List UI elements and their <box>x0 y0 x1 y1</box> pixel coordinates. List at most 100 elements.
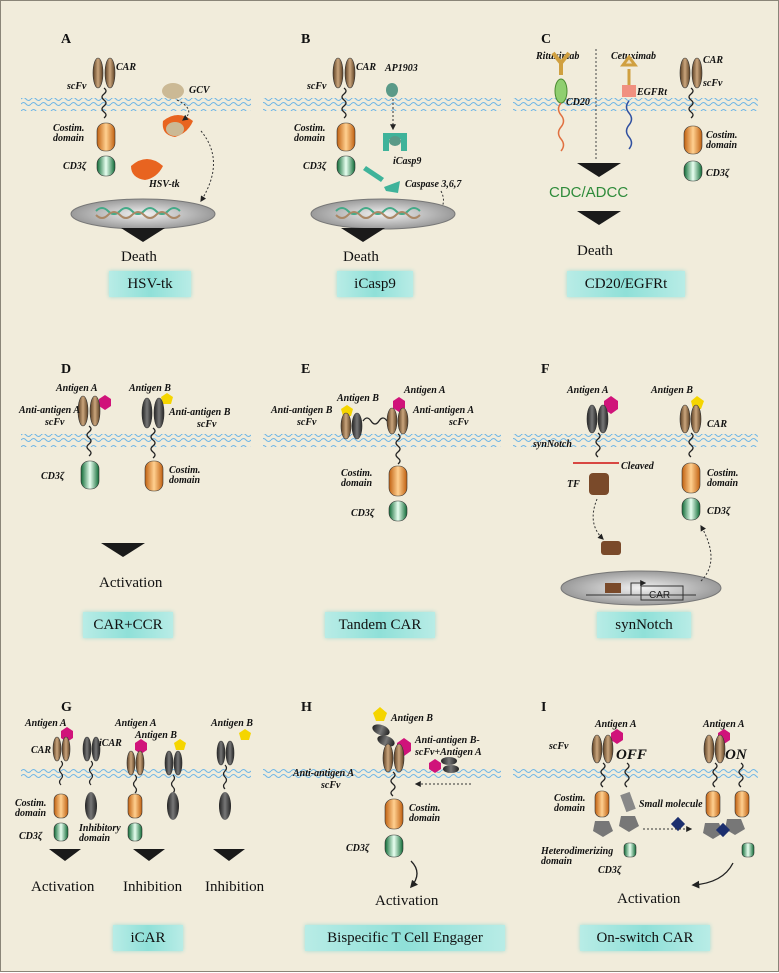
panel-letter-F: F <box>541 362 550 377</box>
label-hsvtk: HSV-tk <box>148 179 180 190</box>
panel-E: Antigen B Antigen A Anti-antigen B scFv … <box>270 385 474 522</box>
label-icar: iCAR <box>99 738 122 749</box>
panel-G: Antigen A Antigen A Antigen B Antigen B <box>15 718 265 895</box>
car-on <box>703 734 755 858</box>
title-tag-E: Tandem CAR <box>325 612 435 638</box>
label-activation: Activation <box>31 879 95 895</box>
synnotch-receptor <box>573 404 619 495</box>
label-on: ON <box>725 747 748 763</box>
rituximab-antibody <box>551 51 571 75</box>
label-antigen-a: Antigen A <box>403 385 446 396</box>
label-costim: Costim. <box>554 793 585 804</box>
label-cd3z: CD3ζ <box>41 471 65 482</box>
label-costim: Costim. <box>707 468 738 479</box>
antigen-b <box>373 707 387 721</box>
antigen-a <box>604 396 618 414</box>
label-inhibition-2: Inhibition <box>205 879 265 895</box>
car-off <box>591 734 639 858</box>
label-antigen-b: Antigen B <box>390 713 433 724</box>
label-car: CAR <box>356 62 376 73</box>
label-gcv: GCV <box>189 85 211 96</box>
label-domain: domain <box>706 140 738 151</box>
membrane-G <box>21 768 251 781</box>
label-antigen-a-1: Antigen A <box>594 719 637 730</box>
icar-1 <box>82 736 101 820</box>
label-domain: domain <box>409 813 441 824</box>
panel-letter-A: A <box>61 32 72 47</box>
membrane-C <box>513 98 758 111</box>
car-receptor <box>92 57 116 177</box>
panel-letter-B: B <box>301 32 310 47</box>
label-costim: Costim. <box>341 468 372 479</box>
label-synnotch: synNotch <box>532 439 572 450</box>
panel-letter-E: E <box>301 362 310 377</box>
label-antigen-a-2: Antigen A <box>702 719 745 730</box>
label-off: OFF <box>616 747 647 763</box>
label-car: CAR <box>116 62 136 73</box>
title-tag-G: iCAR <box>113 925 183 951</box>
label-domain: domain <box>15 808 47 819</box>
label-egfrt: EGFRt <box>636 87 668 98</box>
label-costim: Costim. <box>409 803 440 814</box>
label-death: Death <box>577 243 613 259</box>
small-molecule <box>670 816 686 832</box>
membrane-A <box>21 98 251 111</box>
label-antigen-b: Antigen B <box>336 393 379 404</box>
label-anti-antigen-a: Anti-antigen A <box>18 405 80 416</box>
label-cd3z: CD3ζ <box>63 161 87 172</box>
label-ap1903: AP1903 <box>384 63 418 74</box>
label-car: CAR <box>707 419 727 430</box>
car-receptor <box>77 395 101 490</box>
label-scfv: scFv <box>66 81 87 92</box>
gcv-molecule <box>162 83 184 99</box>
title-tag-B: iCasp9 <box>337 271 413 297</box>
car-receptor <box>332 57 356 177</box>
label-cd3z: CD3ζ <box>19 831 43 842</box>
membrane-F <box>513 434 758 447</box>
label-cd3z: CD3ζ <box>706 168 730 179</box>
label-hetero-domain: domain <box>541 856 573 867</box>
label-engager-2: scFv+Antigen A <box>414 747 482 758</box>
car-receptor <box>679 404 702 521</box>
title-tag-F: synNotch <box>597 612 691 638</box>
label-cd3z: CD3ζ <box>346 843 370 854</box>
membrane-D <box>21 434 251 447</box>
label-antigen-b: Antigen B <box>128 383 171 394</box>
ccr-receptor <box>141 397 165 492</box>
panel-letter-H: H <box>301 700 312 715</box>
label-death: Death <box>121 249 157 265</box>
label-scfv: scFv <box>548 741 569 752</box>
label-domain: domain <box>169 475 201 486</box>
label-cd3z: CD3ζ <box>303 161 327 172</box>
label-activation: Activation <box>99 575 163 591</box>
label-inhibition-1: Inhibition <box>123 879 183 895</box>
panel-letter-I: I <box>541 700 546 715</box>
label-costim: Costim. <box>294 123 325 134</box>
car-1 <box>52 736 71 842</box>
icasp9-dimer <box>383 133 407 151</box>
ap1903-molecule <box>386 83 398 97</box>
antigen-b <box>161 393 173 404</box>
label-scfv: scFv <box>702 78 723 89</box>
panel-letter-C: C <box>541 32 551 47</box>
icar-2 <box>164 750 183 820</box>
label-antigen-a: Antigen A <box>55 383 98 394</box>
label-costim: Costim. <box>169 465 200 476</box>
panel-H: Antigen B Anti-antigen B- scFv+Antigen A… <box>292 707 482 909</box>
label-antigen-a-1: Antigen A <box>24 718 67 729</box>
label-cd3z: CD3ζ <box>598 865 622 876</box>
membranes <box>21 98 758 781</box>
arrow-head <box>121 228 165 242</box>
title-tag-I: On-switch CAR <box>580 925 710 951</box>
car-receptor <box>382 743 405 858</box>
label-caspase: Caspase 3,6,7 <box>405 179 462 190</box>
label-tf: TF <box>567 479 580 490</box>
panel-F: Antigen A Antigen B synNotch Cleaved TF … <box>532 385 739 606</box>
cetuximab-antibody <box>620 54 638 85</box>
label-scfv: scFv <box>320 780 341 791</box>
label-scfv-a: scFv <box>44 417 65 428</box>
label-costim: Costim. <box>706 130 737 141</box>
label-anti-antigen-a: Anti-antigen A <box>292 768 354 779</box>
label-inhibitory-domain: domain <box>79 833 111 844</box>
